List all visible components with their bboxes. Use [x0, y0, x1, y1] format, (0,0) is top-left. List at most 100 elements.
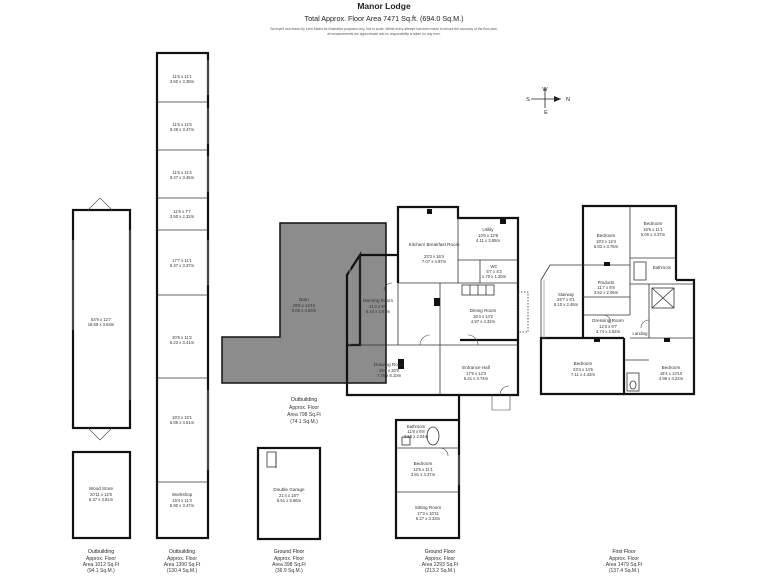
caption-metric: (130.4 Sq.M.) [167, 568, 198, 574]
room-stairway-name: Stairway [558, 292, 575, 297]
compass-w: W [542, 87, 548, 93]
room-stairway-metric: 8.10 x 2.46m [554, 302, 579, 307]
room-f-bath-name: Bathroom [653, 265, 672, 270]
room-s1-metric: 3.50 x 3.38m [170, 79, 195, 84]
room-g-bed-name: Bedroom [414, 461, 433, 466]
outbuilding-barn: Barn 29'6 x 14'10 9.00 x 4.53m Outbuildi… [221, 222, 387, 425]
room-stairway-imperial: 26'7 x 8'1 [557, 297, 575, 302]
caption-metric: (213.2 Sq.M.) [425, 568, 456, 574]
caption-ground-floor-main: Ground Floor Approx. Floor Area 2293 Sq.… [422, 549, 459, 574]
room-wc-name: WC [491, 264, 498, 269]
room-morning-metric: 6.44 x 2.91m [366, 309, 391, 314]
compass-n: N [566, 97, 570, 103]
compass-s: S [526, 97, 530, 103]
room-sitting-imperial: 17'3 x 10'11 [417, 511, 440, 516]
room-s7-metric: 5.86 x 4.61m [170, 420, 195, 425]
caption-metric: (36.9 Sq.M.) [275, 568, 303, 574]
room-barn-imperial: 29'6 x 14'10 [293, 303, 316, 308]
room-s3-metric: 3.47 x 3.45m [170, 175, 195, 180]
room-f-bed3-metric: 7.11 x 4.42m [571, 372, 595, 377]
room-products-imperial: 11'7 x 6'9 [597, 285, 615, 290]
room-dressing-metric: 3.74 x 2.92m [596, 329, 621, 334]
plan-title: Manor Lodge [357, 1, 411, 11]
room-workshop-metric: 5.90 x 3.47m [170, 503, 195, 508]
outbuilding-left: 54'9 x 12'7 16.69 x 3.84m Wood Store 20'… [71, 197, 132, 540]
room-f-bed3-imperial: 23'4 x 14'6 [573, 367, 594, 372]
room-s2-metric: 3.48 x 3.47m [170, 127, 195, 132]
room-wc-metric: 1.70 x 1.30m [482, 274, 507, 279]
room-f-bed2-name: Bedroom [644, 221, 663, 226]
barn-caption-approx: Approx. Floor [289, 405, 319, 411]
caption-area: Area 2293 Sq.Ft [422, 562, 459, 568]
ground-floor-wing: Bathroom 11'8 x 6'8 3.55 x 2.04m Bedroom… [394, 418, 461, 540]
room-s4-metric: 3.50 x 2.32m [170, 214, 195, 219]
compass-icon: W S N E [526, 87, 570, 116]
plan-total-area: Total Approx. Floor Area 7471 Sq.ft. (69… [304, 14, 463, 23]
room-barn-name: Barn [299, 297, 309, 302]
room-products-name: Products [598, 280, 615, 285]
room-f-bed1-name: Bedroom [597, 233, 616, 238]
room-g-bed-imperial: 12'6 x 11'1 [413, 467, 433, 472]
caption-area: Area 1479 Sq.Ft [606, 562, 643, 568]
room-morning-name: Morning Room [363, 298, 393, 303]
caption-approx: Approx. Floor [86, 556, 116, 562]
caption-approx: Approx. Floor [425, 556, 455, 562]
barn-caption-metric: (74.1 Sq.M.) [290, 419, 318, 425]
room-kitchen-imperial: 23'3 x 16'4 [424, 254, 445, 259]
room-drawing-name: Drawing Room [374, 362, 405, 367]
room-dressing-imperial: 12'3 x 9'7 [599, 324, 617, 329]
room-f-bed2-metric: 5.00 x 3.37m [641, 232, 666, 237]
room-utility-metric: 4.11 x 3.85m [476, 238, 500, 243]
compass-e: E [544, 110, 548, 116]
room-s5-imperial: 17'7 x 11'1 [172, 258, 192, 263]
room-morning-imperial: 21'2 x 9'6 [369, 304, 387, 309]
caption-area: Area 398 Sq.Ft [272, 562, 306, 568]
room-f-bed4-metric: 4.98 x 4.22m [659, 376, 684, 381]
barn-caption-label: Outbuilding [291, 397, 317, 403]
room-barn-metric: 9.00 x 4.53m [292, 308, 317, 313]
room-tall-barn-imperial: 54'9 x 12'7 [91, 317, 112, 322]
double-garage: Double Garage 21'4 x 18'7 6.51 x 5.66m [256, 446, 322, 541]
room-entrance-metric: 5.41 x 3.74m [464, 376, 489, 381]
room-s6-metric: 6.23 x 3.41m [170, 340, 195, 345]
room-s6-imperial: 20'5 x 11'2 [172, 335, 192, 340]
room-woodstore-metric: 6.37 x 3.81m [89, 497, 114, 502]
room-wc-imperial: 5'7 x 4'3 [486, 269, 502, 274]
room-utility-name: Utility [482, 227, 494, 232]
room-s2-imperial: 11'5 x 11'5 [172, 122, 192, 127]
room-dining-imperial: 16'4 x 14'2 [473, 314, 494, 319]
room-s7-imperial: 19'3 x 15'1 [172, 415, 193, 420]
caption-metric: (137.4 Sq.M.) [609, 568, 640, 574]
room-kitchen-metric: 7.07 x 4.97m [422, 259, 447, 264]
caption-metric: (94.1 Sq.M.) [87, 568, 115, 574]
caption-ground-floor-garage: Ground Floor Approx. Floor Area 398 Sq.F… [272, 549, 306, 574]
room-f-bed3-name: Bedroom [574, 361, 593, 366]
disclaimer-line-1: Surveyed and drawn by Lens Media for ill… [270, 27, 498, 31]
caption-label: First Floor [612, 549, 636, 555]
room-garage-name: Double Garage [273, 487, 305, 492]
outbuilding-stables: 11'6 x 11'1 3.50 x 3.38m 11'5 x 11'5 3.4… [155, 51, 210, 540]
room-dressing-name: Dressing Room [592, 318, 624, 323]
room-garage-imperial: 21'4 x 18'7 [279, 493, 300, 498]
room-f-bed4-name: Bedroom [662, 365, 681, 370]
room-s4-imperial: 11'6 x 7'7 [173, 209, 191, 214]
caption-approx: Approx. Floor [274, 556, 304, 562]
room-g-bath-name: Bathroom [407, 424, 426, 429]
room-s5-metric: 5.37 x 3.37m [170, 263, 195, 268]
room-sitting-metric: 5.27 x 3.33m [416, 516, 441, 521]
room-entrance-imperial: 17'9 x 12'3 [466, 371, 487, 376]
room-kitchen-name: Kitchen/ Breakfast Room [409, 242, 460, 247]
room-workshop-imperial: 19'4 x 11'4 [172, 498, 192, 503]
room-dining-name: Dining Room [470, 308, 497, 313]
room-g-bath-metric: 3.55 x 2.04m [404, 434, 429, 439]
room-s1-imperial: 11'6 x 11'1 [172, 74, 192, 79]
room-f-bed1-metric: 5.83 x 3.76m [594, 244, 619, 249]
caption-approx: Approx. Floor [167, 556, 197, 562]
room-sitting-name: Sitting Room [415, 505, 441, 510]
room-drawing-metric: 7.76 x 6.10m [377, 373, 402, 378]
room-f-bed1-imperial: 19'2 x 12'4 [596, 239, 617, 244]
room-products-metric: 3.52 x 2.06m [594, 290, 619, 295]
room-s3-imperial: 11'5 x 11'4 [172, 170, 192, 175]
room-g-bed-metric: 3.81 x 3.37m [411, 472, 436, 477]
